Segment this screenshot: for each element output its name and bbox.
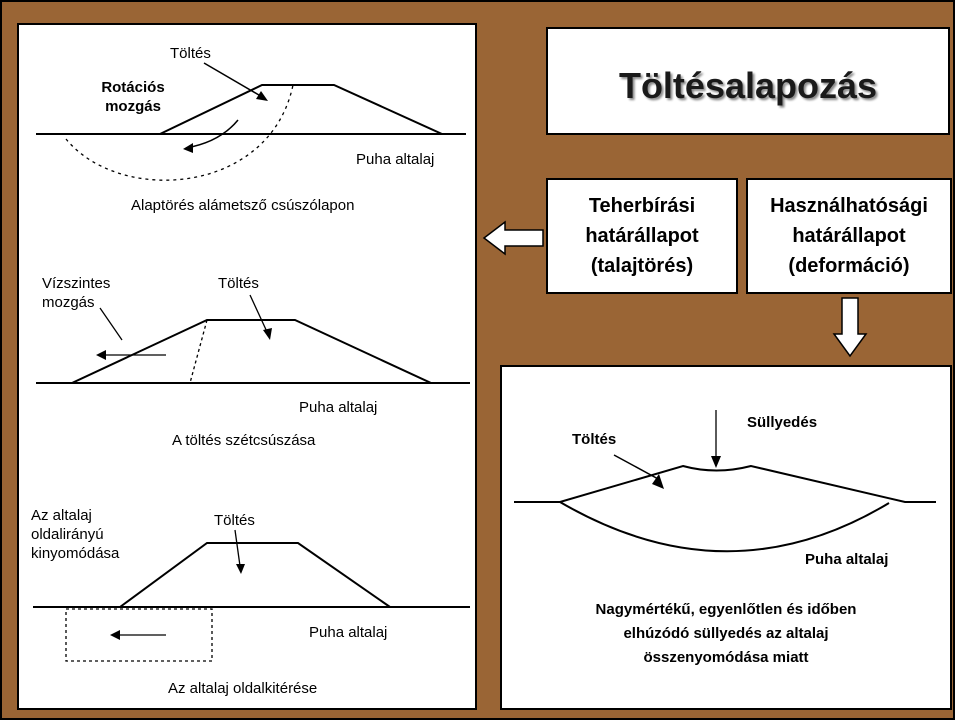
- extrusion-fill-label: Töltés: [214, 512, 255, 529]
- ultimate-state-line3: (talajtörés): [590, 255, 694, 277]
- extrusion-motion-line2: oldalirányú: [31, 526, 104, 543]
- serviceability-limit-state-box: Használhatósági határállapot (deformáció…: [746, 178, 952, 294]
- ultimate-state-line2: határállapot: [585, 225, 699, 247]
- serviceability-state-line2: határállapot: [792, 225, 906, 247]
- failure-modes-panel: [17, 23, 477, 710]
- extrusion-soil-label: Puha altalaj: [309, 624, 388, 641]
- settlement-sketch: [514, 410, 936, 553]
- lateral-soil-label: Puha altalaj: [299, 399, 378, 416]
- extrusion-sketch: [33, 529, 470, 662]
- ultimate-limit-state-box: Teherbírási határállapot (talajtörés): [546, 178, 738, 294]
- lateral-caption: A töltés szétcsúszása: [172, 432, 316, 449]
- rotational-soil-label: Puha altalaj: [356, 151, 435, 168]
- rotational-motion-line2: mozgás: [105, 98, 161, 115]
- lateral-spreading-sketch: [36, 294, 470, 384]
- lateral-motion-line2: mozgás: [42, 294, 95, 311]
- extrusion-motion-line1: Az altalaj: [31, 507, 92, 524]
- settlement-soil-label: Puha altalaj: [805, 551, 889, 568]
- lateral-motion-label: Vízszintes mozgás: [42, 274, 110, 312]
- rotational-fill-label: Töltés: [170, 45, 211, 62]
- settlement-caption-line3: összenyomódása miatt: [643, 649, 809, 666]
- serviceability-state-line3: (deformáció): [788, 255, 910, 277]
- serviceability-state-line1: Használhatósági: [770, 195, 928, 217]
- settlement-caption-line2: elhúzódó süllyedés az altalaj: [623, 625, 829, 642]
- settlement-label: Süllyedés: [747, 414, 818, 431]
- page-title: Töltésalapozás: [618, 65, 878, 106]
- title-box: Töltésalapozás: [546, 27, 950, 135]
- settlement-caption-line1: Nagymértékű, egyenlőtlen és időben: [595, 601, 857, 618]
- extrusion-motion-label: Az altalaj oldalirányú kinyomódása: [31, 506, 119, 563]
- settlement-fill-label: Töltés: [572, 431, 617, 448]
- extrusion-caption: Az altalaj oldalkitérése: [168, 680, 318, 697]
- rotational-failure-sketch: [36, 62, 466, 181]
- rotational-motion-label: Rotációs mozgás: [88, 78, 178, 116]
- rotational-motion-line1: Rotációs: [101, 79, 165, 96]
- left-block-arrow-icon: [482, 220, 544, 256]
- ultimate-state-line1: Teherbírási: [588, 195, 696, 217]
- lateral-motion-line1: Vízszintes: [42, 275, 111, 292]
- settlement-caption: Nagymértékű, egyenlőtlen és időben elhúz…: [500, 598, 952, 670]
- rotational-caption: Alaptörés alámetsző csúszólapon: [131, 197, 355, 214]
- lateral-fill-label: Töltés: [218, 275, 259, 292]
- extrusion-motion-line3: kinyomódása: [31, 545, 120, 562]
- settlement-panel: [500, 365, 952, 710]
- down-block-arrow-icon: [832, 297, 868, 358]
